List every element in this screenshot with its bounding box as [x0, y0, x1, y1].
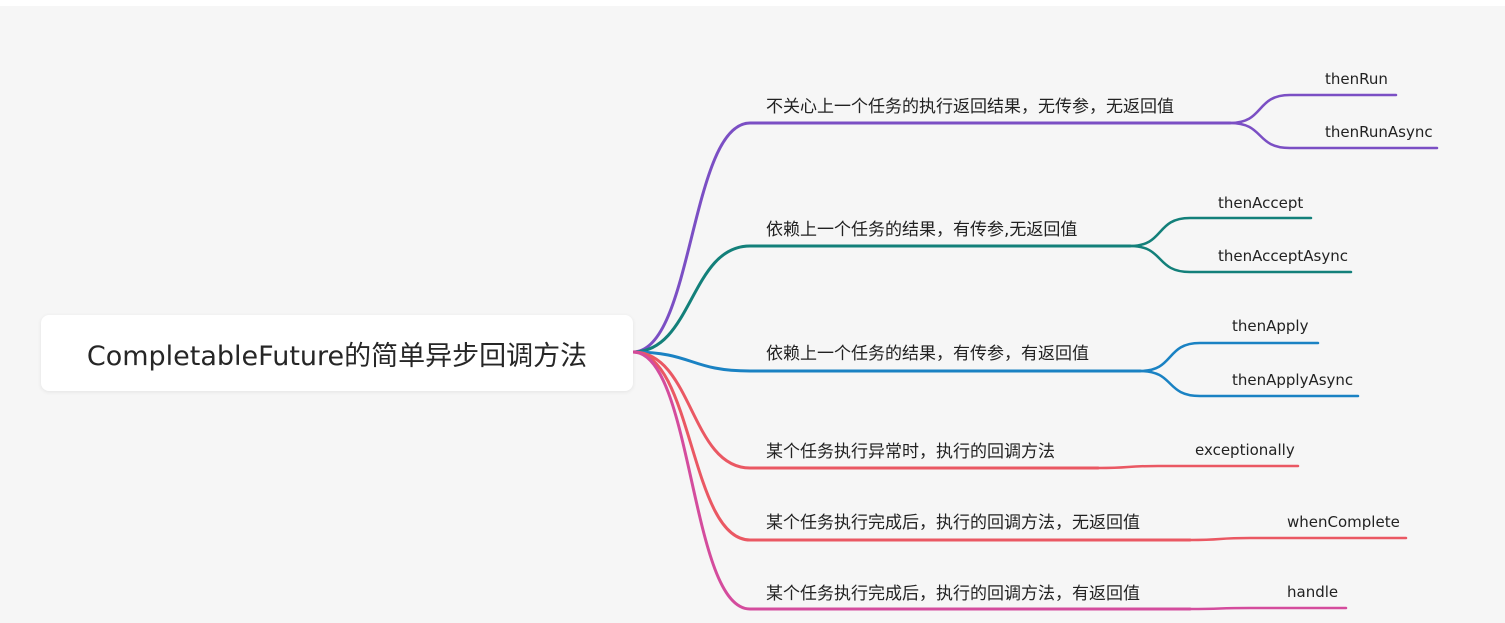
branch-label-handle-group[interactable]: 某个任务执行完成后，执行的回调方法，有返回值 [766, 584, 1140, 604]
leaf-connector-3-0 [1096, 464, 1300, 470]
branch-label-then-accept-group[interactable]: 依赖上一个任务的结果，有传参,无返回值 [766, 220, 1078, 240]
leaf-connector-0-1 [1228, 121, 1439, 150]
leaf-connector-2-0 [1138, 341, 1320, 373]
leaf-connector-5-0 [1188, 606, 1348, 611]
leaf-then-run-async[interactable]: thenRunAsync [1325, 123, 1433, 141]
leaf-then-apply[interactable]: thenApply [1232, 317, 1309, 335]
leaf-then-accept-async[interactable]: thenAcceptAsync [1218, 247, 1348, 265]
branch-connector-0 [631, 121, 1232, 354]
branch-label-then-run-group[interactable]: 不关心上一个任务的执行返回结果，无传参，无返回值 [766, 97, 1174, 117]
leaf-when-complete[interactable]: whenComplete [1287, 513, 1400, 531]
leaf-then-apply-async[interactable]: thenApplyAsync [1232, 371, 1354, 389]
leaf-then-accept[interactable]: thenAccept [1218, 194, 1304, 212]
root-node-label: CompletableFuture的简单异步回调方法 [86, 340, 588, 372]
branch-label-when-complete-group[interactable]: 某个任务执行完成后，执行的回调方法，无返回值 [766, 513, 1140, 533]
leaf-connector-0-0 [1228, 93, 1398, 125]
branch-connector-1 [631, 244, 1132, 354]
leaf-connector-2-1 [1138, 369, 1360, 398]
leaf-handle[interactable]: handle [1287, 583, 1339, 601]
leaf-then-run[interactable]: thenRun [1325, 70, 1388, 88]
branch-connector-3 [631, 350, 1100, 470]
root-node[interactable]: CompletableFuture的简单异步回调方法 [41, 315, 633, 391]
leaf-connector-4-0 [1188, 536, 1408, 542]
branch-label-exceptionally-group[interactable]: 某个任务执行异常时，执行的回调方法 [766, 442, 1055, 462]
branch-connector-5 [631, 350, 1192, 611]
branch-connector-2 [631, 350, 1142, 373]
branch-label-then-apply-group[interactable]: 依赖上一个任务的结果，有传参，有返回值 [766, 344, 1089, 364]
leaf-exceptionally[interactable]: exceptionally [1195, 441, 1295, 459]
leaf-connector-1-0 [1128, 216, 1313, 248]
branch-connector-4 [631, 350, 1192, 542]
leaf-connector-1-1 [1128, 244, 1353, 274]
top-strip [0, 0, 1505, 6]
